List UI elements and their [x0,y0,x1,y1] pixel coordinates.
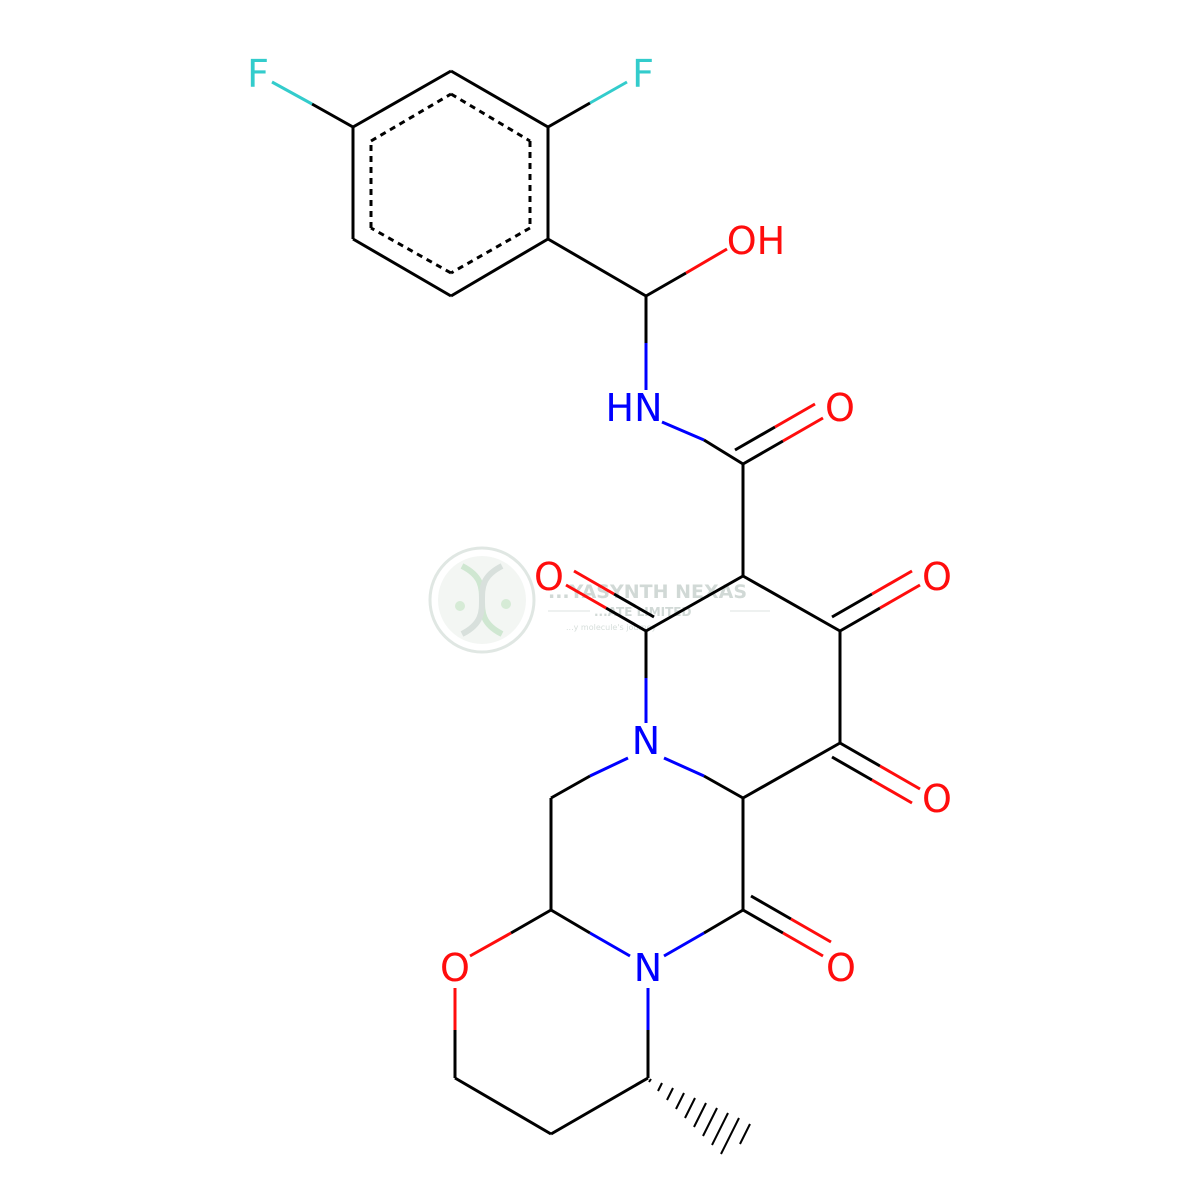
nitrogen-bottom-label: N [634,946,662,990]
nitrogen-top-label: N [632,719,660,763]
ring-oxygen-right-top-label: O [922,555,952,599]
ring-oxygen-left-label: O [534,555,564,599]
ring-oxygen-right-bottom-label: O [922,777,952,821]
lactam-oxygen-label: O [826,946,856,990]
amide-nh-label: HN [606,386,663,430]
amide-oxygen-label: O [825,386,855,430]
watermark-name: ...YASYNTH NEXAS [548,581,747,603]
bond-c-f-left [311,102,354,129]
watermark: ...YASYNTH NEXAS ...ATE LIMITED ...y mol… [428,546,770,654]
fluorine-right-label: F [632,52,654,96]
ether-oxygen-label: O [440,946,470,990]
watermark-tagline: ...y molecule's journey [566,623,657,632]
dna-helix-icon [455,563,511,637]
fluorine-left-label: F [247,52,269,96]
bond-ring-ch [547,237,647,298]
hydroxyl-label: OH [727,219,785,263]
bond-c-f-right [547,101,591,129]
difluorophenyl-ring [351,69,550,298]
hashed-wedge-methyl [648,1078,751,1155]
